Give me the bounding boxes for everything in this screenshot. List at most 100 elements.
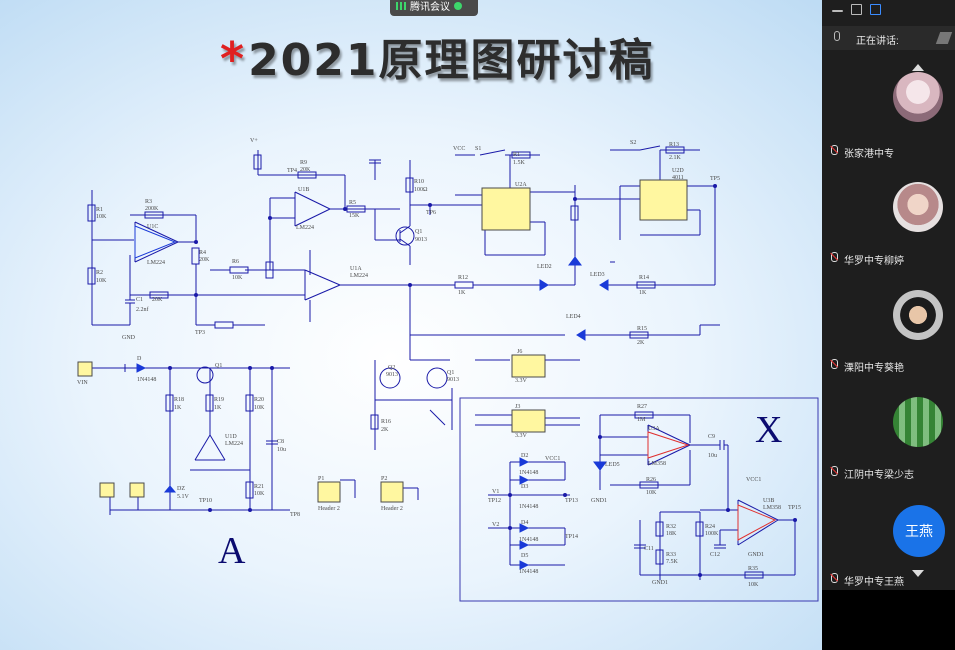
title-star: *: [220, 32, 247, 86]
label-r10: R10: [414, 179, 424, 185]
muted-mic-icon: [830, 359, 838, 369]
label-vin: VIN: [77, 380, 88, 386]
muted-mic-icon: [830, 466, 838, 476]
label-r12v: 1K: [458, 290, 466, 296]
label-r4v: 20K: [199, 257, 210, 263]
muted-mic-icon: [830, 252, 838, 262]
label-u1b-ic: LM224: [296, 225, 314, 231]
label-r5: R5: [349, 200, 356, 206]
label-r1v: 10K: [96, 214, 107, 220]
label-r16v: 2K: [381, 427, 389, 433]
meeting-app-label: 腾讯会议: [410, 2, 450, 13]
label-r21: R21: [254, 484, 264, 490]
label-u1d: U1D: [225, 434, 237, 440]
label-q2-ic: 9013: [386, 372, 398, 378]
window-icon[interactable]: [851, 4, 862, 15]
label-tp14: TP14: [565, 534, 578, 540]
participant-name: 华罗中专柳婷: [844, 256, 904, 267]
label-r10v: 100Ω: [414, 187, 428, 193]
label-r26v: 10K: [646, 490, 657, 496]
participant-tile[interactable]: 江阴中专梁少志: [822, 397, 955, 501]
label-r20: R20: [254, 397, 264, 403]
participant-tile[interactable]: 华罗中专柳婷: [822, 182, 955, 286]
label-u1b: U1B: [298, 187, 309, 193]
label-q1b-ic: 9013: [447, 377, 459, 383]
label-c8v: 10u: [277, 447, 286, 453]
title-text: 2021原理图研讨稿: [248, 35, 655, 86]
label-c12: C12: [710, 552, 720, 558]
label-tp6: TP6: [426, 210, 436, 216]
label-u3b: U3B: [763, 498, 774, 504]
pen-icon[interactable]: [935, 32, 953, 44]
label-r33: R33: [666, 552, 676, 558]
label-r9v: 20K: [300, 167, 311, 173]
label-dn-1: 1N4148: [519, 470, 538, 476]
label-s1: S1: [475, 146, 481, 152]
label-tp15: TP15: [788, 505, 801, 511]
meeting-status-pill[interactable]: 腾讯会议: [390, 0, 478, 16]
list-layout-icon[interactable]: [870, 4, 881, 15]
label-r19v: 1K: [214, 405, 222, 411]
label-r27: R27: [637, 404, 647, 410]
label-r6: R6: [232, 259, 239, 265]
label-r2: R2: [96, 270, 103, 276]
label-r35v: 10K: [748, 582, 759, 588]
label-c9v: 10u: [708, 453, 717, 459]
minimize-icon[interactable]: [832, 10, 843, 12]
label-vcc1-b: VCC1: [746, 477, 761, 483]
scroll-up-icon[interactable]: [912, 64, 924, 71]
sidebar-toolbar: [822, 0, 955, 20]
label-c8: C8: [277, 439, 284, 445]
label-r19: R19: [214, 397, 224, 403]
label-r20v: 10K: [254, 405, 265, 411]
label-gnd: GND: [122, 335, 136, 341]
label-r14v: 1K: [639, 290, 647, 296]
label-r3v: 200K: [145, 206, 159, 212]
label-r35: R35: [748, 566, 758, 572]
label-r18v: 1K: [174, 405, 182, 411]
participant-tile[interactable]: 王燕 华罗中专王燕: [822, 505, 955, 609]
label-r2v: 10K: [96, 278, 107, 284]
label-r21v: 10K: [254, 491, 265, 497]
label-q1b: Q1: [447, 370, 454, 376]
participant-tile[interactable]: 溧阳中专葵艳: [822, 290, 955, 394]
boy-photo-avatar: [893, 290, 943, 340]
label-r33v: 7.5K: [666, 559, 679, 565]
label-dzv: 5.1V: [177, 494, 190, 500]
muted-mic-icon: [830, 573, 838, 583]
label-gnd1-a: GND1: [591, 498, 607, 504]
label-gnd1-b: GND1: [652, 580, 668, 586]
label-r26: R26: [646, 477, 656, 483]
label-q: Q1: [415, 229, 422, 235]
label-r9: R9: [300, 160, 307, 166]
participant-sidebar: 正在讲话: 张家港中专 华罗中专柳婷 溧阳中专葵艳 江阴中专梁少志 王燕 华罗中…: [822, 0, 955, 650]
label-u1c-ic: LM224: [147, 260, 165, 266]
participant-name: 溧阳中专葵艳: [844, 363, 904, 374]
label-dn-3: 1N4148: [519, 537, 538, 543]
label-d-ic: 1N4148: [137, 377, 156, 383]
label-tp4: TP4: [287, 168, 297, 174]
label-v2: V2: [492, 522, 499, 528]
label-u2a: U2A: [515, 182, 527, 188]
scroll-down-icon[interactable]: [912, 570, 924, 577]
label-dz: DZ: [177, 486, 185, 492]
label-v1: V1: [492, 489, 499, 495]
label-d: D: [137, 356, 142, 362]
label-tp8: TP8: [290, 512, 300, 518]
label-led2: LED2: [537, 264, 552, 270]
slide-title: *2021原理图研讨稿: [220, 24, 655, 88]
signal-icon: [396, 2, 406, 10]
participant-name: 华罗中专王燕: [844, 577, 904, 588]
label-r4: R4: [199, 250, 206, 256]
label-u1a: U1A: [350, 266, 362, 272]
label-u3a-ic: LM358: [648, 461, 666, 467]
label-r16: R16: [381, 419, 391, 425]
participant-tile[interactable]: 张家港中专: [822, 72, 955, 176]
label-u1a-ic: LM224: [350, 273, 368, 279]
shield-icon: [454, 2, 462, 10]
sidebar-bottom-area: [822, 590, 955, 650]
label-r3: R3: [145, 199, 152, 205]
microphone-icon: [834, 31, 840, 41]
label-dn-2: 1N4148: [519, 504, 538, 510]
label-c1: C1: [136, 297, 143, 303]
